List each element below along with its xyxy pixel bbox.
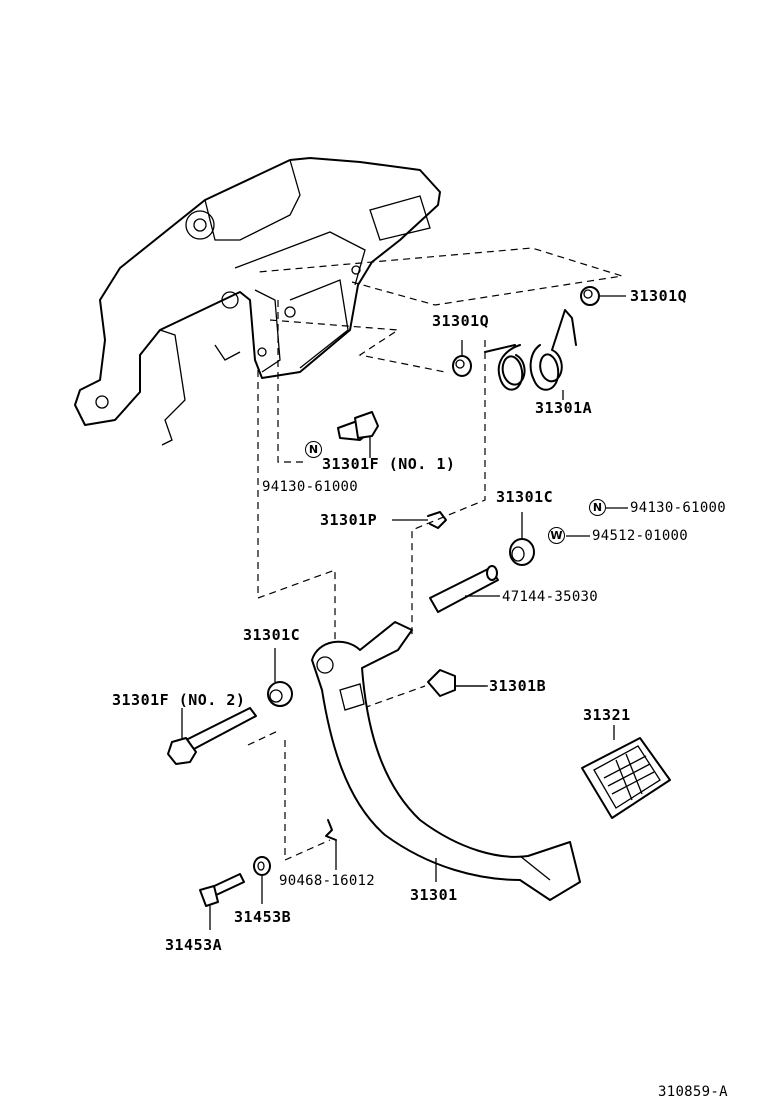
label-31301f-no2: 31301F (NO. 2) xyxy=(112,691,246,709)
assembly-dashed-lines xyxy=(247,247,623,861)
pedal-support-bracket xyxy=(74,157,441,446)
pedal-arm-31301 xyxy=(311,621,581,901)
bolt-31301f-no1 xyxy=(337,411,379,458)
nut-31453b xyxy=(253,856,271,904)
figure-id: 310859-A xyxy=(658,1084,728,1100)
label-31453b: 31453B xyxy=(234,908,292,926)
label-47144: 47144-35030 xyxy=(502,589,599,605)
bushing-31301c-upper xyxy=(509,512,535,566)
label-31321: 31321 xyxy=(583,706,631,724)
label-31301a: 31301A xyxy=(535,399,593,417)
label-31301c-upper: 31301C xyxy=(496,488,554,506)
label-31453a: 31453A xyxy=(165,936,223,954)
label-31301b: 31301B xyxy=(489,677,547,695)
bolt-31453a xyxy=(199,873,245,930)
label-31301q-right: 31301Q xyxy=(630,287,688,305)
label-31301f-no1: 31301F (NO. 1) xyxy=(322,455,456,473)
label-94130-a: 94130-61000 xyxy=(262,479,359,495)
bushing-31301q-right xyxy=(580,286,626,306)
bolt-31301f-no2 xyxy=(167,707,257,765)
pin-47144 xyxy=(429,565,500,613)
pedal-pad-31321 xyxy=(581,725,671,819)
bushing-31301q-left xyxy=(452,340,472,377)
label-90468: 90468-16012 xyxy=(279,873,376,889)
bushing-31301c-lower xyxy=(267,648,293,707)
label-31301q-left: 31301Q xyxy=(432,312,490,330)
label-31301c-lower: 31301C xyxy=(243,626,301,644)
label-31301p: 31301P xyxy=(320,511,378,529)
torsion-spring-31301a xyxy=(484,309,577,400)
clip-31301p xyxy=(392,511,447,529)
w-symbol-icon: W xyxy=(548,527,565,544)
n-symbol-icon: N xyxy=(305,441,322,458)
leader-lines xyxy=(456,507,628,687)
stopper-31301b xyxy=(427,669,486,697)
label-94512: 94512-01000 xyxy=(592,528,689,544)
n-symbol-icon: N xyxy=(589,499,606,516)
clip-90468 xyxy=(325,819,337,870)
label-31301: 31301 xyxy=(410,886,458,904)
label-94130-b: 94130-61000 xyxy=(630,500,727,516)
